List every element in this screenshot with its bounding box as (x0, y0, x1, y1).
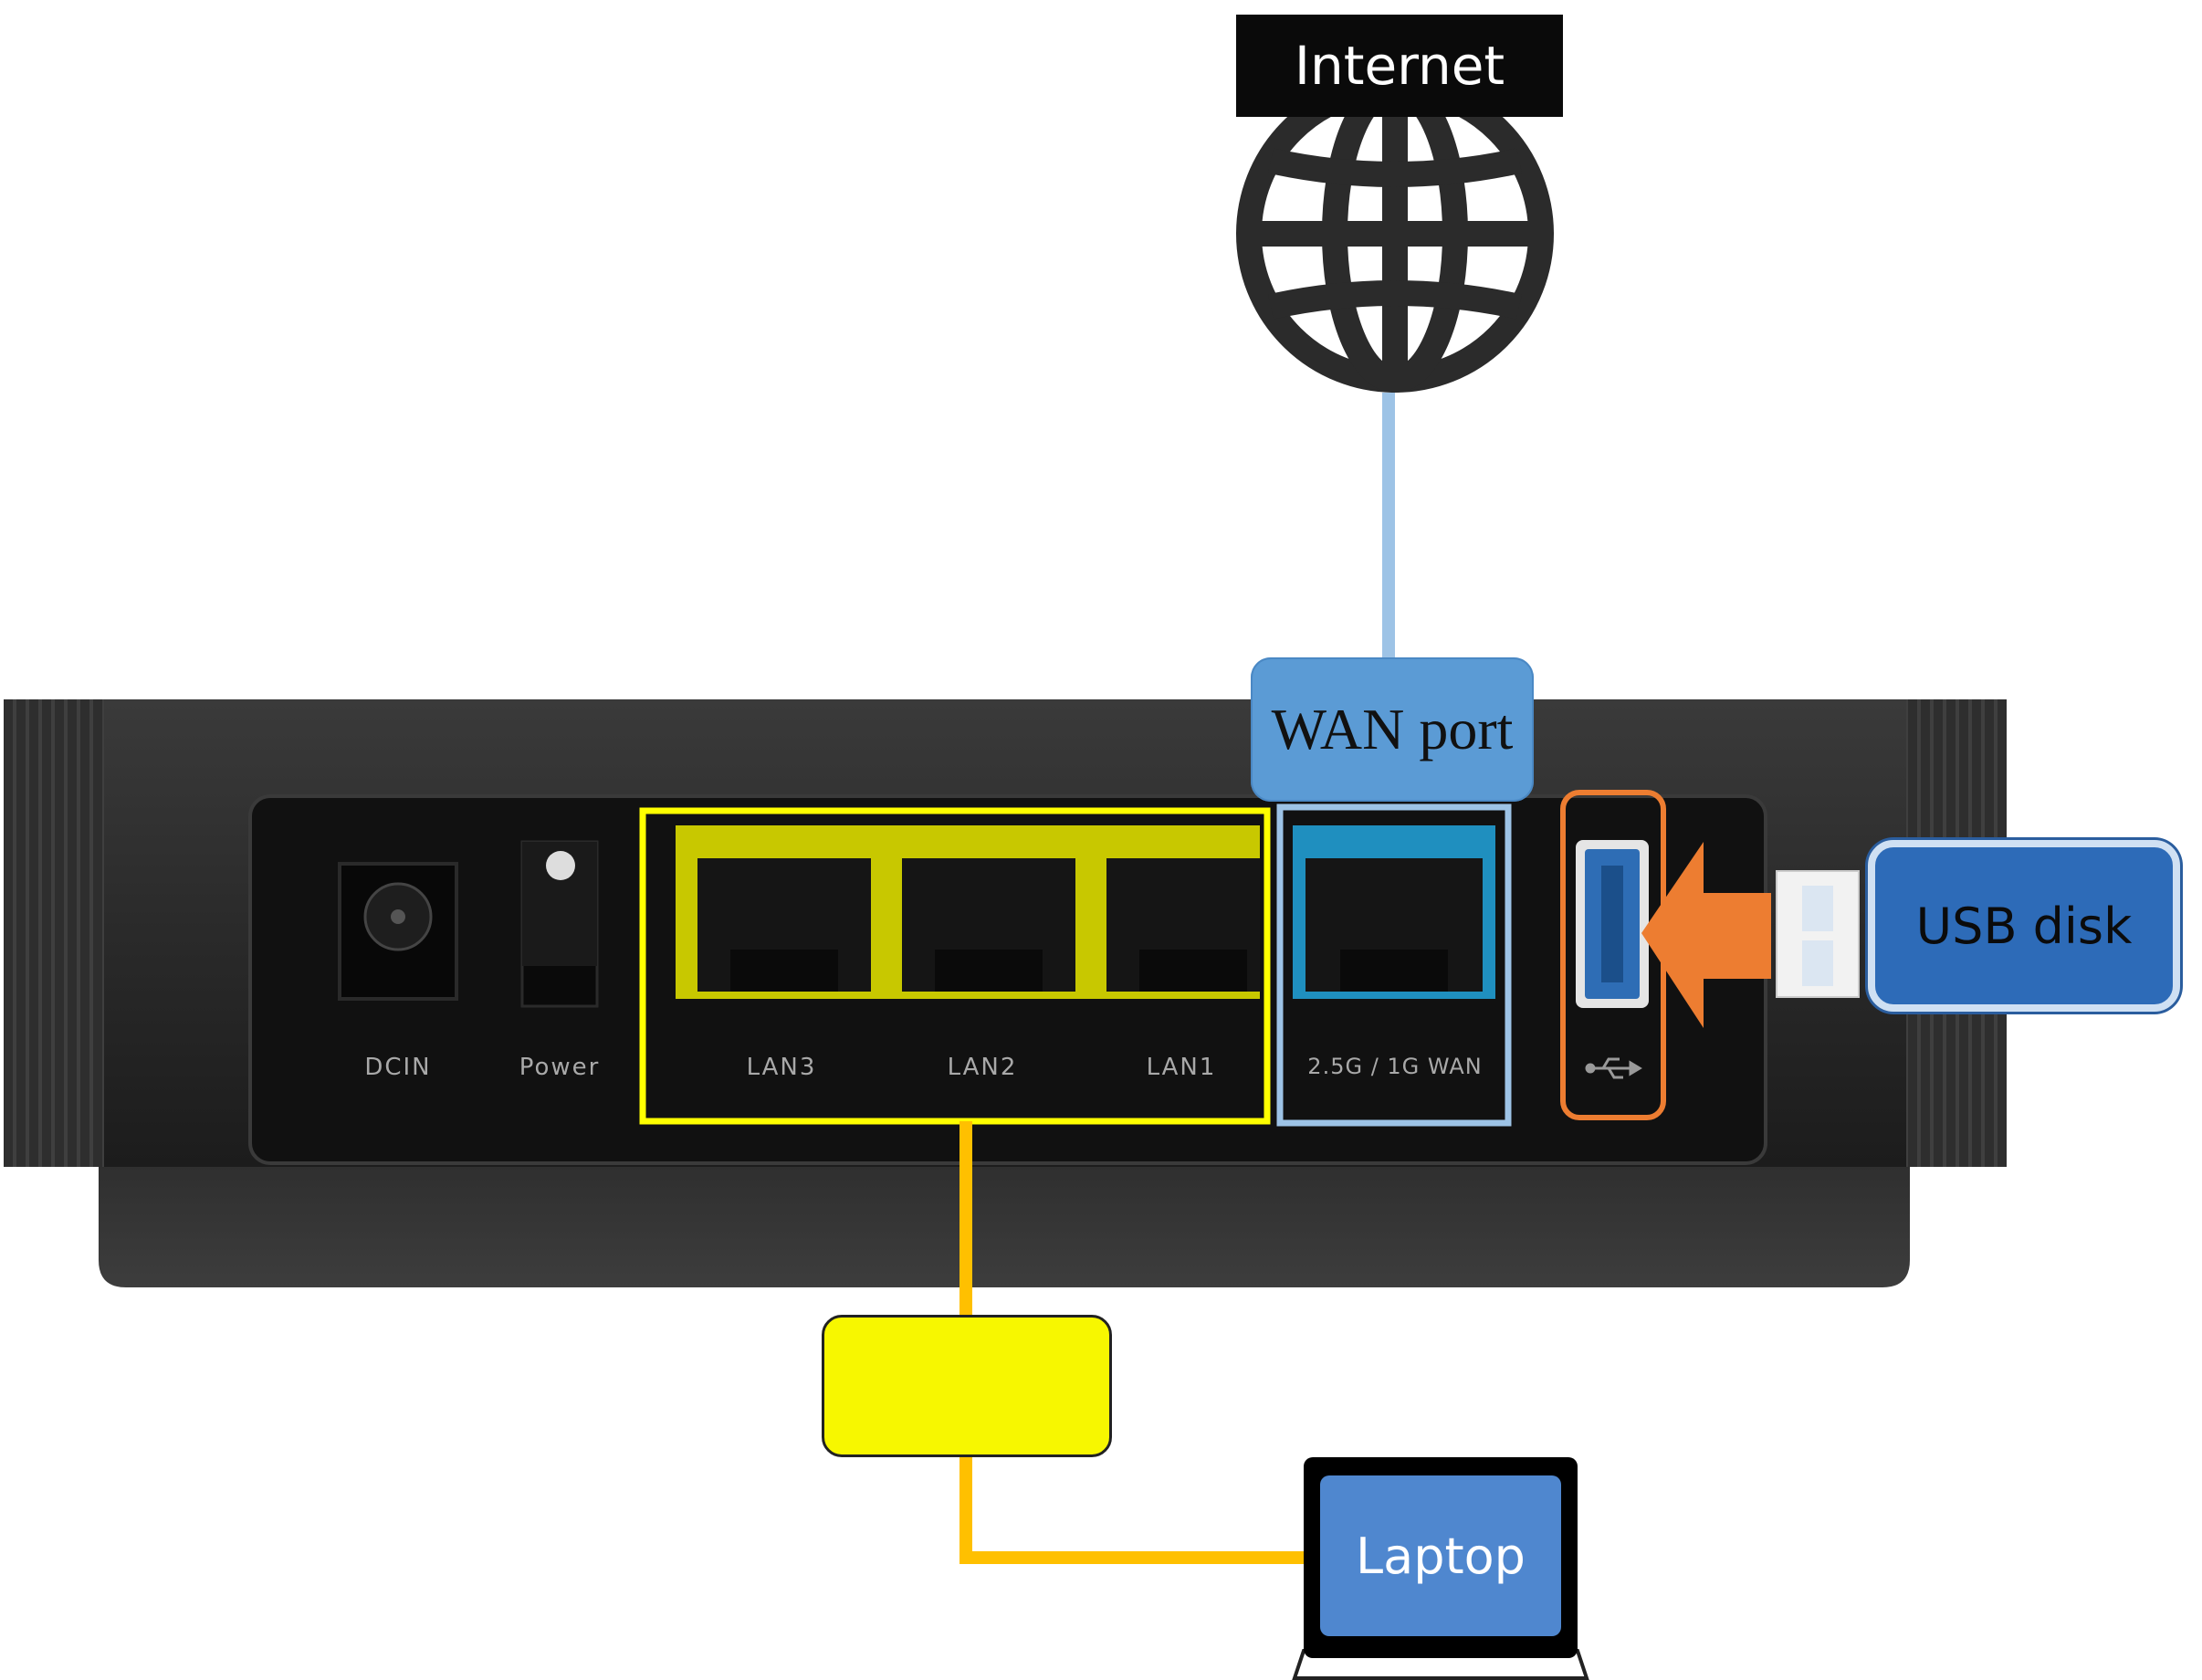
lan-highlight (639, 807, 1271, 1125)
usb-port (1576, 840, 1649, 1008)
router-left-ribs (4, 699, 104, 1167)
globe-icon (1236, 75, 1554, 393)
usb-stick-icon (1776, 870, 1860, 998)
lan1-label: LAN1 (1146, 1054, 1217, 1081)
lan3-label: LAN3 (746, 1054, 817, 1081)
internet-label: Internet (1236, 15, 1563, 117)
wan-label: 2.5G / 1G WAN (1307, 1054, 1483, 1079)
lan-cable-to-laptop (959, 1457, 1307, 1564)
usb-symbol-icon (1585, 1057, 1642, 1079)
wan-highlight (1276, 803, 1512, 1127)
lan-ports (697, 858, 1260, 992)
laptop-label: Laptop (1320, 1475, 1561, 1636)
power-button (520, 840, 599, 1008)
lan-callout (822, 1315, 1112, 1457)
arrow-left-icon (1641, 842, 1771, 1028)
usb-disk-callout: USB disk (1868, 840, 2180, 1012)
wan-cable-line (1382, 393, 1395, 667)
wan-port-callout: WAN port (1251, 657, 1534, 802)
router-base (99, 1132, 1910, 1287)
dcin-port (338, 862, 458, 1001)
dcin-label: DCIN (364, 1054, 432, 1081)
wan-port-notch (1340, 950, 1448, 992)
power-label: Power (519, 1054, 601, 1081)
lan2-label: LAN2 (947, 1054, 1018, 1081)
